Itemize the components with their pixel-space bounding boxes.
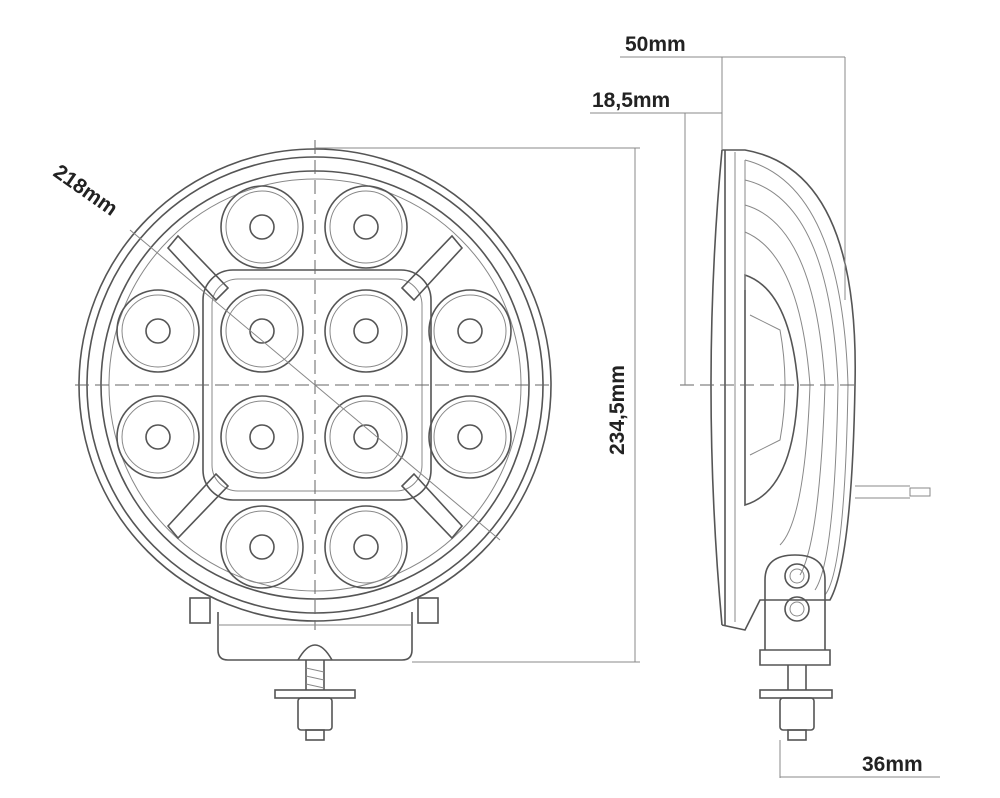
- led-lens: [428, 395, 512, 479]
- led-lens: [121, 400, 195, 474]
- led-center: [249, 214, 275, 240]
- led-lens: [433, 294, 507, 368]
- led-lens: [329, 510, 403, 584]
- led-lens: [329, 294, 403, 368]
- led-center: [145, 424, 171, 450]
- led-center: [353, 318, 379, 344]
- height-dimension-label: 234,5mm: [606, 365, 629, 455]
- led-lens: [116, 289, 200, 373]
- led-lens: [225, 510, 299, 584]
- led-lens: [220, 395, 304, 479]
- led-lens: [225, 400, 299, 474]
- led-center: [249, 318, 275, 344]
- led-lens: [220, 505, 304, 589]
- led-center: [249, 424, 275, 450]
- led-lens: [324, 289, 408, 373]
- front-depth-label: 18,5mm: [592, 89, 670, 112]
- led-lens: [433, 400, 507, 474]
- led-center: [457, 424, 483, 450]
- bracket-width-label: 36mm: [862, 753, 923, 776]
- led-lenses: [116, 185, 512, 589]
- total-depth-label: 50mm: [625, 33, 686, 56]
- led-lens: [121, 294, 195, 368]
- diameter-dimension-label: 218mm: [49, 160, 121, 220]
- side-view: 50mm 18,5mm 36mm: [590, 33, 940, 778]
- front-view: 234,5mm 218mm: [49, 140, 640, 741]
- led-lens: [225, 294, 299, 368]
- mount-bracket: [189, 597, 439, 741]
- led-center: [457, 318, 483, 344]
- led-lens: [324, 185, 408, 269]
- led-center: [145, 318, 171, 344]
- led-lens: [324, 395, 408, 479]
- led-lens: [428, 289, 512, 373]
- diagonal-bars: [166, 234, 464, 540]
- led-center: [249, 534, 275, 560]
- side-bracket: [759, 554, 833, 741]
- led-lens: [324, 505, 408, 589]
- led-lens: [329, 400, 403, 474]
- led-lens: [225, 190, 299, 264]
- led-center: [353, 214, 379, 240]
- led-center: [353, 424, 379, 450]
- led-lens: [220, 289, 304, 373]
- led-center: [353, 534, 379, 560]
- led-lens: [116, 395, 200, 479]
- led-lens: [329, 190, 403, 264]
- led-lens: [220, 185, 304, 269]
